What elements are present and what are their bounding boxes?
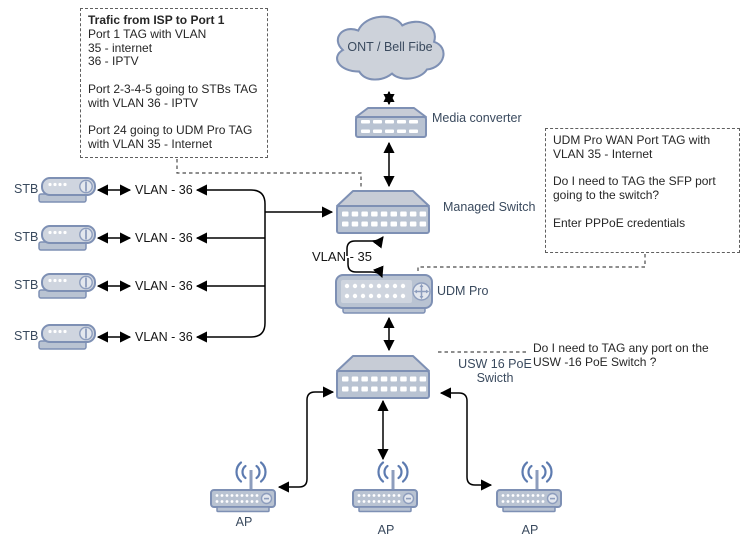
- note-line: VLAN 35 - Internet: [553, 146, 653, 161]
- cloud-label: ONT / Bell Fibe: [347, 40, 433, 54]
- usw-switch-label-line1: USW 16 PoE: [458, 357, 532, 371]
- udm-pro-icon: [335, 274, 433, 314]
- usw-switch-label-line2: Swicth: [476, 371, 514, 385]
- udm-pro-label: UDM Pro: [437, 284, 489, 298]
- note-line: USW -16 PoE Switch ?: [533, 355, 657, 369]
- usw-note: Do I need to TAG any port on the USW -16…: [533, 341, 709, 369]
- dashed-ispnote-switch: [176, 159, 362, 189]
- dashed-udmnote-udm: [417, 254, 646, 273]
- vlan36-label: VLAN - 36: [135, 330, 193, 344]
- note-line: Port 24 going to UDM Pro TAG: [88, 123, 253, 138]
- isp-note: Trafic from ISP to Port 1 Port 1 TAG wit…: [80, 8, 268, 158]
- media-converter-label: Media converter: [432, 111, 522, 125]
- note-line: Trafic from ISP to Port 1: [88, 13, 225, 27]
- note-line: Enter PPPoE credentials: [553, 215, 686, 230]
- note-line: 36 - IPTV: [88, 54, 139, 69]
- note-line: [553, 203, 732, 217]
- note-line: [88, 111, 260, 125]
- vlan36-label: VLAN - 36: [135, 279, 193, 293]
- stb-icon: [38, 225, 96, 251]
- managed-switch-icon: [336, 190, 430, 234]
- managed-switch-label: Managed Switch: [443, 200, 536, 214]
- link-trunk: [195, 184, 266, 343]
- vlan36-label: VLAN - 36: [135, 231, 193, 245]
- note-line: with VLAN 36 - IPTV: [88, 95, 199, 110]
- usw-switch-label: USW 16 PoE Swicth: [445, 357, 545, 385]
- ap-icon: [210, 461, 276, 513]
- cloud-icon: [336, 15, 445, 81]
- ap-label: AP: [235, 515, 253, 529]
- note-line: UDM Pro WAN Port TAG with: [553, 133, 711, 147]
- usw-switch-icon: [336, 355, 430, 399]
- media-converter-icon: [355, 107, 427, 138]
- note-line: Port 2-3-4-5 going to STBs TAG: [88, 81, 258, 96]
- stb-label: STB: [14, 329, 39, 343]
- ap-icon: [352, 461, 418, 513]
- note-line: [553, 162, 732, 176]
- note-line: going to the switch?: [553, 188, 660, 203]
- stb-label: STB: [14, 278, 39, 292]
- link-usw-ap1: [277, 386, 335, 493]
- link-usw-ap3: [439, 387, 493, 491]
- vlan35-label: VLAN - 35: [312, 249, 372, 264]
- note-line: Do I need to TAG the SFP port: [553, 174, 716, 189]
- stb-label: STB: [14, 182, 39, 196]
- note-line: [88, 69, 260, 83]
- udm-note: UDM Pro WAN Port TAG with VLAN 35 - Inte…: [545, 128, 740, 253]
- stb-label: STB: [14, 230, 39, 244]
- note-line: 35 - internet: [88, 40, 153, 55]
- ap-label: AP: [377, 523, 395, 537]
- stb-icon: [38, 177, 96, 203]
- stb-icon: [38, 273, 96, 299]
- note-line: Port 1 TAG with VLAN: [88, 26, 207, 41]
- ap-label: AP: [521, 523, 539, 537]
- dial-cross-icon: [413, 283, 430, 300]
- note-line: with VLAN 35 - Internet: [88, 137, 213, 152]
- note-line: Do I need to TAG any port on the: [533, 341, 709, 355]
- ap-icon: [496, 461, 562, 513]
- stb-icon: [38, 324, 96, 350]
- vlan36-label: VLAN - 36: [135, 183, 193, 197]
